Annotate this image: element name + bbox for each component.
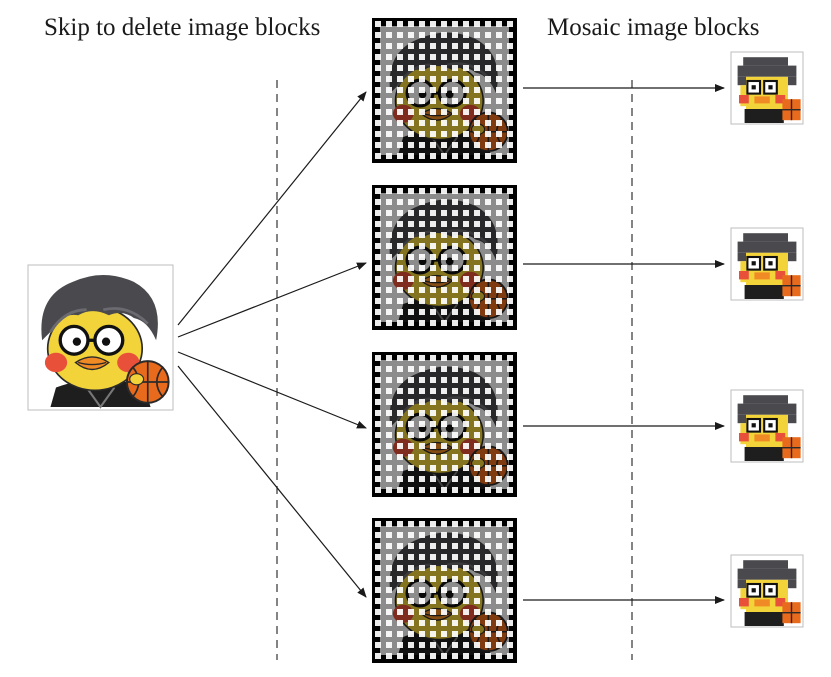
arrow-source-to-block-1 bbox=[177, 91, 367, 326]
masked-grid-2 bbox=[372, 185, 517, 330]
arrow-source-to-block-2 bbox=[177, 262, 367, 338]
arrow-source-to-block-4 bbox=[177, 365, 367, 598]
arrow-source-to-block-3 bbox=[177, 351, 367, 429]
mosaic-output-1 bbox=[730, 51, 804, 125]
right-section-label: Mosaic image blocks bbox=[547, 14, 760, 41]
mosaic-output-4 bbox=[730, 554, 804, 628]
masked-grid-1 bbox=[372, 18, 517, 163]
left-section-label: Skip to delete image blocks bbox=[44, 14, 321, 41]
mosaic-output-2 bbox=[730, 227, 804, 301]
masked-grid-3 bbox=[372, 352, 517, 497]
masked-grid-4 bbox=[372, 518, 517, 663]
mosaic-output-3 bbox=[730, 389, 804, 463]
source-image bbox=[27, 264, 174, 411]
